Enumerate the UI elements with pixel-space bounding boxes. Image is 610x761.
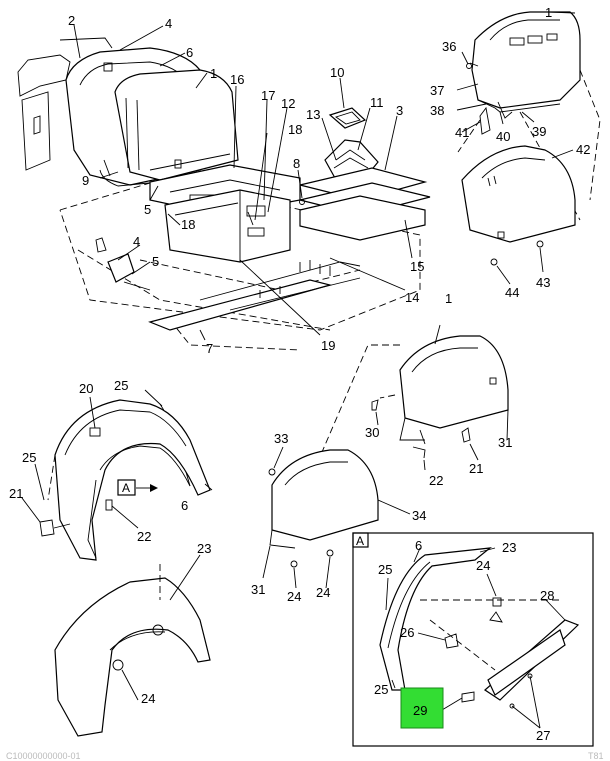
- callout-18a[interactable]: 18: [288, 122, 302, 137]
- callout-14[interactable]: 14: [405, 290, 419, 305]
- callout-25c[interactable]: 25: [378, 562, 392, 577]
- callout-16[interactable]: 16: [230, 72, 244, 87]
- callout-10[interactable]: 10: [330, 65, 344, 80]
- callout-20[interactable]: 20: [79, 381, 93, 396]
- callout-34[interactable]: 34: [412, 508, 426, 523]
- callout-2[interactable]: 2: [68, 13, 75, 28]
- engine-cover-top-right: [457, 11, 601, 266]
- callout-18b[interactable]: 18: [181, 217, 195, 232]
- footer-code: C10000000000-01: [6, 751, 81, 761]
- footer-page: T81: [588, 751, 604, 761]
- callout-24d[interactable]: 24: [476, 558, 490, 573]
- callout-25b[interactable]: 25: [22, 450, 36, 465]
- callout-39[interactable]: 39: [532, 124, 546, 139]
- callout-37[interactable]: 37: [430, 83, 444, 98]
- callout-43[interactable]: 43: [536, 275, 550, 290]
- callout-1c[interactable]: 1: [445, 291, 452, 306]
- callout-4b[interactable]: 4: [133, 234, 140, 249]
- callout-12[interactable]: 12: [281, 96, 295, 111]
- callout-13[interactable]: 13: [306, 107, 320, 122]
- callout-1b[interactable]: 1: [210, 66, 217, 81]
- callout-23b[interactable]: 23: [502, 540, 516, 555]
- callout-1a[interactable]: 1: [545, 5, 552, 20]
- callout-8[interactable]: 8: [293, 156, 300, 171]
- callout-22a[interactable]: 22: [137, 529, 151, 544]
- leaders-left-fender: [21, 389, 191, 529]
- callout-7[interactable]: 7: [206, 341, 213, 356]
- leaders-lower-fender: [121, 554, 201, 701]
- leaders-middle-right: [375, 324, 509, 471]
- callout-24a[interactable]: 24: [141, 691, 155, 706]
- leaders-top-left: [73, 24, 413, 341]
- cab-tunnel-assembly: [17, 37, 431, 351]
- callout-23a[interactable]: 23: [197, 541, 211, 556]
- callout-19[interactable]: 19: [321, 338, 335, 353]
- callout-labels: 1 1 1 2 3 4 4 5 5 6 6 6 7 8 9 10 11 12 1…: [6, 5, 604, 761]
- leaders-top-right: [456, 11, 576, 285]
- detail-ref-label: A: [122, 481, 130, 495]
- callout-25d[interactable]: 25: [374, 682, 388, 697]
- callout-44[interactable]: 44: [505, 285, 519, 300]
- callout-33[interactable]: 33: [274, 431, 288, 446]
- callout-31a[interactable]: 31: [498, 435, 512, 450]
- cover-middle: [268, 449, 379, 568]
- callout-11[interactable]: 11: [370, 95, 384, 110]
- callout-42[interactable]: 42: [576, 142, 590, 157]
- callout-29[interactable]: 29: [413, 703, 427, 718]
- leaders-detail-a: [385, 547, 566, 729]
- callout-27[interactable]: 27: [536, 728, 550, 743]
- fender-assembly-left: [39, 399, 213, 561]
- callout-15[interactable]: 15: [410, 259, 424, 274]
- callout-25a[interactable]: 25: [114, 378, 128, 393]
- callout-28[interactable]: 28: [540, 588, 554, 603]
- fender-lower: [54, 564, 211, 737]
- cover-middle-right: [309, 335, 509, 481]
- callout-17[interactable]: 17: [261, 88, 275, 103]
- callout-38[interactable]: 38: [430, 103, 444, 118]
- callout-6b[interactable]: 6: [181, 498, 188, 513]
- highlight-part-29[interactable]: [400, 687, 444, 729]
- detail-reference-a: [117, 479, 158, 496]
- callout-30[interactable]: 30: [365, 425, 379, 440]
- leaders-middle: [262, 446, 411, 589]
- callout-6a[interactable]: 6: [186, 45, 193, 60]
- callout-9[interactable]: 9: [82, 173, 89, 188]
- callout-24c[interactable]: 24: [316, 585, 330, 600]
- callout-3[interactable]: 3: [396, 103, 403, 118]
- callout-36[interactable]: 36: [442, 39, 456, 54]
- callout-40[interactable]: 40: [496, 129, 510, 144]
- callout-41[interactable]: 41: [455, 125, 469, 140]
- detail-view-a: [352, 532, 594, 747]
- callout-24b[interactable]: 24: [287, 589, 301, 604]
- callout-6c[interactable]: 6: [415, 538, 422, 553]
- callout-22b[interactable]: 22: [429, 473, 443, 488]
- detail-view-label: A: [356, 534, 364, 548]
- callout-21b[interactable]: 21: [469, 461, 483, 476]
- callout-26[interactable]: 26: [400, 625, 414, 640]
- callout-5b[interactable]: 5: [152, 254, 159, 269]
- callout-21a[interactable]: 21: [9, 486, 23, 501]
- callout-5a[interactable]: 5: [144, 202, 151, 217]
- callout-4a[interactable]: 4: [165, 16, 172, 31]
- callout-31b[interactable]: 31: [251, 582, 265, 597]
